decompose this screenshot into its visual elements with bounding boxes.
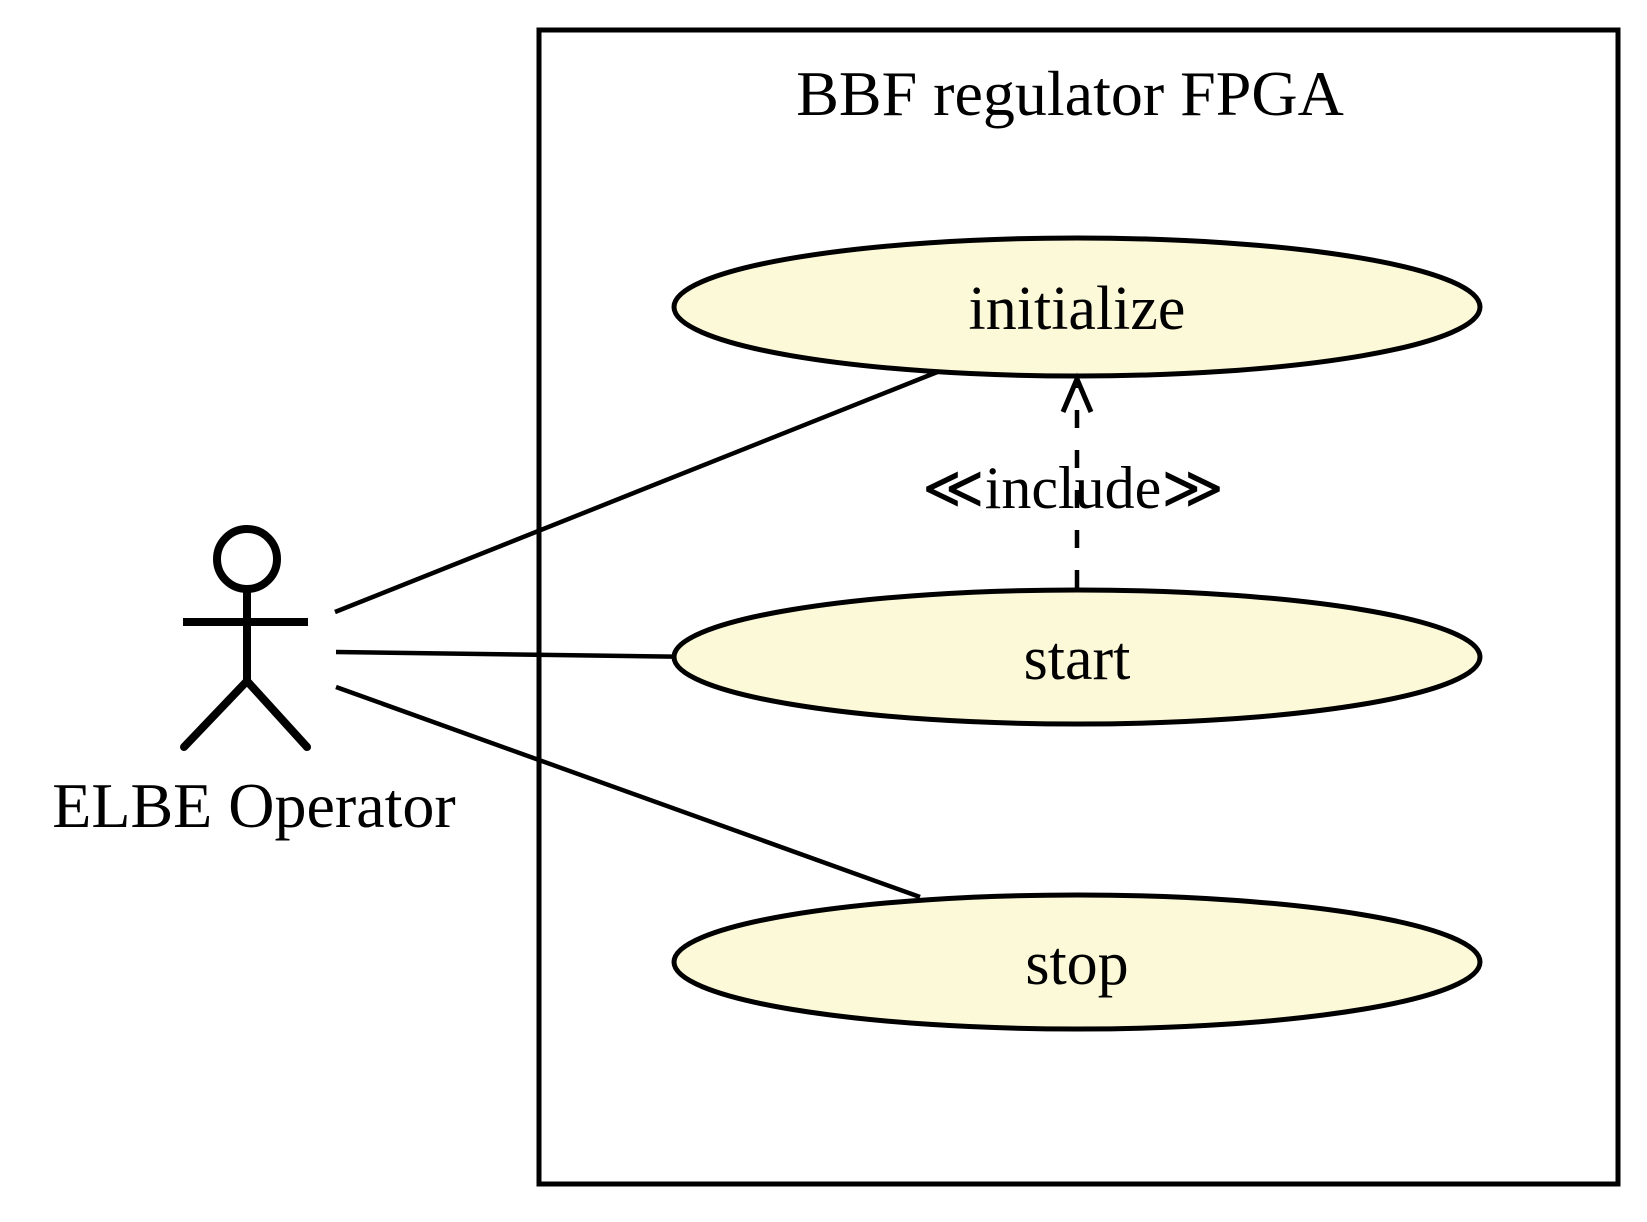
usecase-ellipse-start xyxy=(671,587,1483,727)
actor-leg-left xyxy=(180,677,251,751)
usecase-label-stop: stop xyxy=(1025,930,1128,998)
include-arrow xyxy=(1060,372,1094,588)
system-title: BBF regulator FPGA xyxy=(796,58,1344,129)
actor-leg-right xyxy=(243,677,311,751)
association-line-start xyxy=(335,649,701,660)
association-line-stop xyxy=(335,684,921,900)
actor-figure xyxy=(180,525,311,751)
usecase-ellipse-stop xyxy=(671,892,1483,1032)
usecase-label-start: start xyxy=(1024,625,1131,693)
actor-head xyxy=(213,525,281,593)
include-arrowhead-icon xyxy=(1060,372,1094,413)
include-stereotype-label: ≪include≫ xyxy=(922,455,1224,521)
association-line-initialize xyxy=(334,360,961,615)
usecase-label-initialize: initialize xyxy=(969,275,1186,343)
actor-label: ELBE Operator xyxy=(52,770,455,841)
